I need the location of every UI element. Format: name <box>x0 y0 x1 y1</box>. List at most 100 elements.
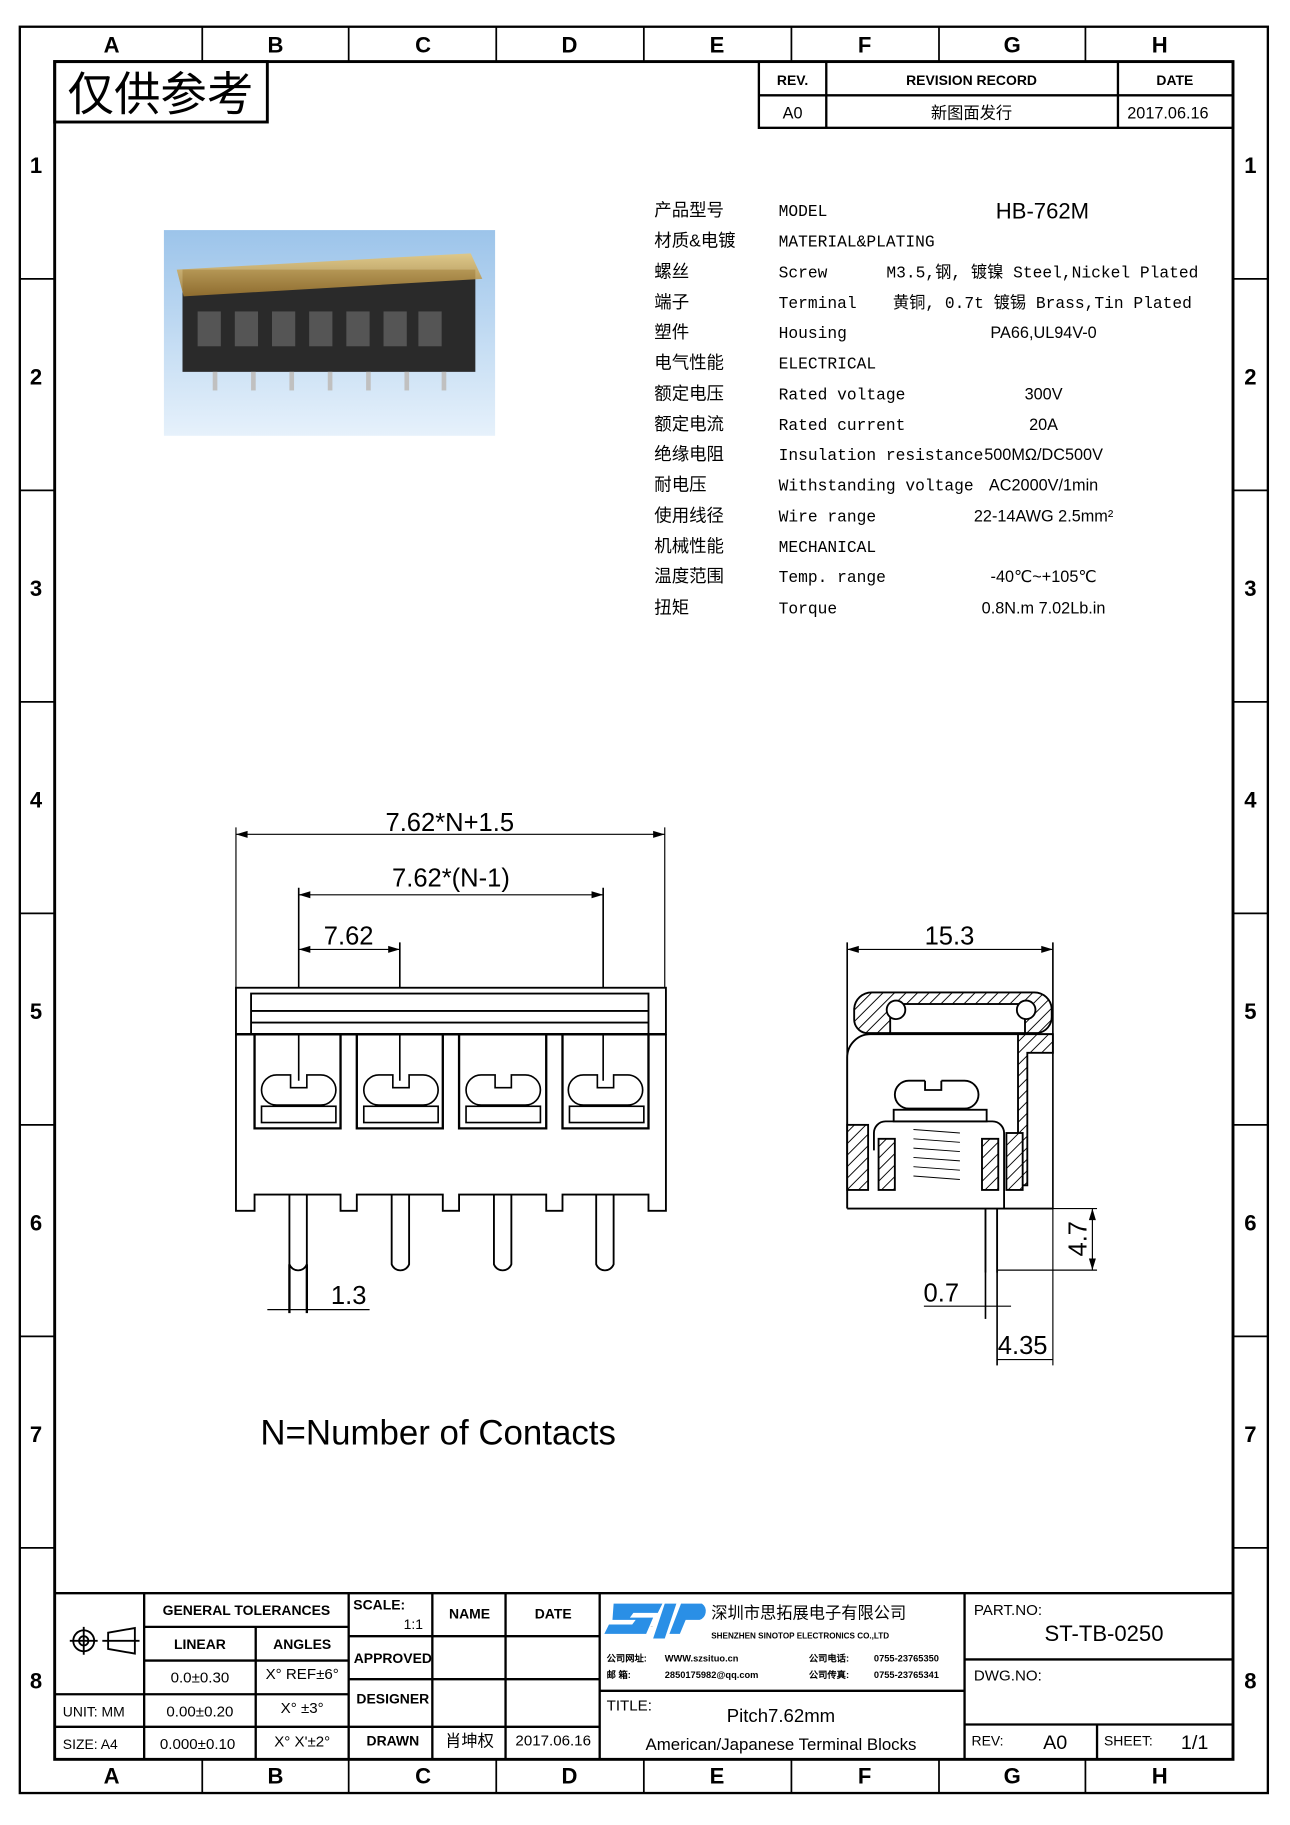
dimension-overall-width: 7.62*N+1.5 <box>386 809 515 837</box>
spec-cn: 螺丝 <box>654 262 689 282</box>
spec-en: Insulation resistance <box>779 446 984 465</box>
spec-value: -40℃~+105℃ <box>991 568 1097 586</box>
spec-en: Screw <box>779 264 828 283</box>
spec-cn: 额定电流 <box>654 414 724 434</box>
row-label: 1 <box>1244 153 1256 178</box>
spec-cn: 耐电压 <box>654 474 706 494</box>
scale-label: SCALE: <box>353 1596 405 1612</box>
spec-cn: 塑件 <box>654 322 689 342</box>
fax: 0755-23765341 <box>874 1670 939 1680</box>
dimension-pin-length: 4.7 <box>1065 1221 1093 1257</box>
linear-label: LINEAR <box>174 1636 226 1652</box>
company-logo: SIP <box>604 1603 706 1639</box>
spec-en: ELECTRICAL <box>779 354 877 373</box>
sheet-value: 1/1 <box>1181 1732 1208 1754</box>
spec-en: Withstanding voltage <box>779 476 974 495</box>
spec-cn: 扭矩 <box>654 598 689 618</box>
part-no-label: PART.NO: <box>974 1602 1042 1619</box>
row-label: 8 <box>30 1668 42 1693</box>
spec-en: Terminal <box>779 294 857 313</box>
tolerance-angle-2: X° ±3° <box>281 1700 324 1717</box>
row-label: 1 <box>30 153 42 178</box>
date-header: DATE <box>535 1606 572 1622</box>
row-label: 6 <box>30 1211 42 1236</box>
spec-en: MATERIAL&PLATING <box>779 232 935 251</box>
spec-value: 0.8N.m 7.02Lb.in <box>982 600 1106 618</box>
drawn-label: DRAWN <box>367 1732 420 1748</box>
spec-cn: 温度范围 <box>654 566 724 586</box>
spec-row: 塑件 Housing PA66,UL94V-0 <box>654 322 1096 343</box>
sheet-label: SHEET: <box>1104 1732 1153 1748</box>
web-label: 公司网址: <box>607 1653 647 1664</box>
spec-value: 黄铜, 0.7t 镀锡 Brass,Tin Plated <box>893 294 1192 313</box>
column-label: H <box>1152 32 1168 57</box>
row-label: 4 <box>30 788 43 813</box>
reference-only-stamp: 仅供参考 <box>67 68 253 120</box>
tolerance-linear-1: 0.0±0.30 <box>171 1670 230 1687</box>
part-number: ST-TB-0250 <box>1045 1621 1164 1646</box>
spec-cn: 电气性能 <box>654 352 724 372</box>
dimension-pin-offset: 4.35 <box>998 1332 1048 1360</box>
spec-en: Rated current <box>779 416 906 435</box>
revision-table: REV. REVISION RECORD DATE A0 新图面发行 2017.… <box>757 60 1235 129</box>
row-label: 4 <box>1244 788 1257 813</box>
spec-value: HB-762M <box>996 198 1089 223</box>
row-label: 8 <box>1244 1668 1256 1693</box>
designer-label: DESIGNER <box>356 1691 429 1707</box>
row-label: 6 <box>1244 1211 1256 1236</box>
tolerance-angle-1: X° REF±6° <box>266 1666 339 1683</box>
column-label: C <box>415 1764 431 1789</box>
dimension-pitch: 7.62 <box>324 923 374 951</box>
revision-record-header: REVISION RECORD <box>906 72 1037 88</box>
column-label: H <box>1152 1764 1168 1789</box>
column-label: A <box>104 32 120 57</box>
column-label: F <box>858 1764 871 1789</box>
row-label: 3 <box>30 576 42 601</box>
spec-value: 300V <box>1025 386 1063 404</box>
column-label: A <box>104 1764 120 1789</box>
spec-en: Housing <box>779 324 847 343</box>
general-tolerances-label: GENERAL TOLERANCES <box>163 1602 331 1618</box>
spec-en: Temp. range <box>779 568 886 587</box>
company-name-cn: 深圳市思拓展电子有限公司 <box>711 1605 906 1623</box>
approved-label: APPROVED <box>354 1650 432 1666</box>
spec-value: M3.5,钢, 镀镍 Steel,Nickel Plated <box>886 264 1198 283</box>
column-label: E <box>710 1764 725 1789</box>
tolerance-linear-3: 0.000±0.10 <box>160 1736 235 1753</box>
spec-row: 电气性能 ELECTRICAL <box>654 352 876 373</box>
spec-value: PA66,UL94V-0 <box>990 324 1096 342</box>
column-label: B <box>267 32 283 57</box>
dimension-pin-thickness: 0.7 <box>924 1279 960 1307</box>
row-label: 2 <box>1244 365 1256 390</box>
title-label: TITLE: <box>607 1698 652 1715</box>
website: WWW.szsituo.cn <box>665 1654 739 1664</box>
name-header: NAME <box>449 1606 490 1622</box>
row-label: 5 <box>30 999 42 1024</box>
dimension-span: 7.62*(N-1) <box>392 865 510 893</box>
dimension-depth: 15.3 <box>925 923 975 951</box>
spec-value: 20A <box>1029 416 1058 434</box>
row-label: 2 <box>30 365 42 390</box>
angles-label: ANGLES <box>273 1636 331 1652</box>
spec-cn: 绝缘电阻 <box>654 444 724 464</box>
drawn-date: 2017.06.16 <box>515 1732 591 1749</box>
spec-row: 额定电压 Rated voltage 300V <box>654 384 1062 405</box>
spec-row: 温度范围 Temp. range -40℃~+105℃ <box>654 566 1096 587</box>
email: 2850175982@qq.com <box>665 1670 759 1680</box>
spec-cn: 额定电压 <box>654 384 724 404</box>
column-label: E <box>710 32 725 57</box>
spec-cn: 产品型号 <box>654 200 724 220</box>
column-label: D <box>561 1764 577 1789</box>
spec-value: AC2000V/1min <box>989 476 1098 494</box>
title-block: GENERAL TOLERANCES LINEAR ANGLES NAME DA… <box>54 1592 1233 1760</box>
rev-value: A0 <box>1043 1732 1067 1754</box>
front-view-drawing <box>235 827 667 1314</box>
spec-en: Rated voltage <box>779 386 906 405</box>
email-label: 邮 箱: <box>607 1669 631 1680</box>
